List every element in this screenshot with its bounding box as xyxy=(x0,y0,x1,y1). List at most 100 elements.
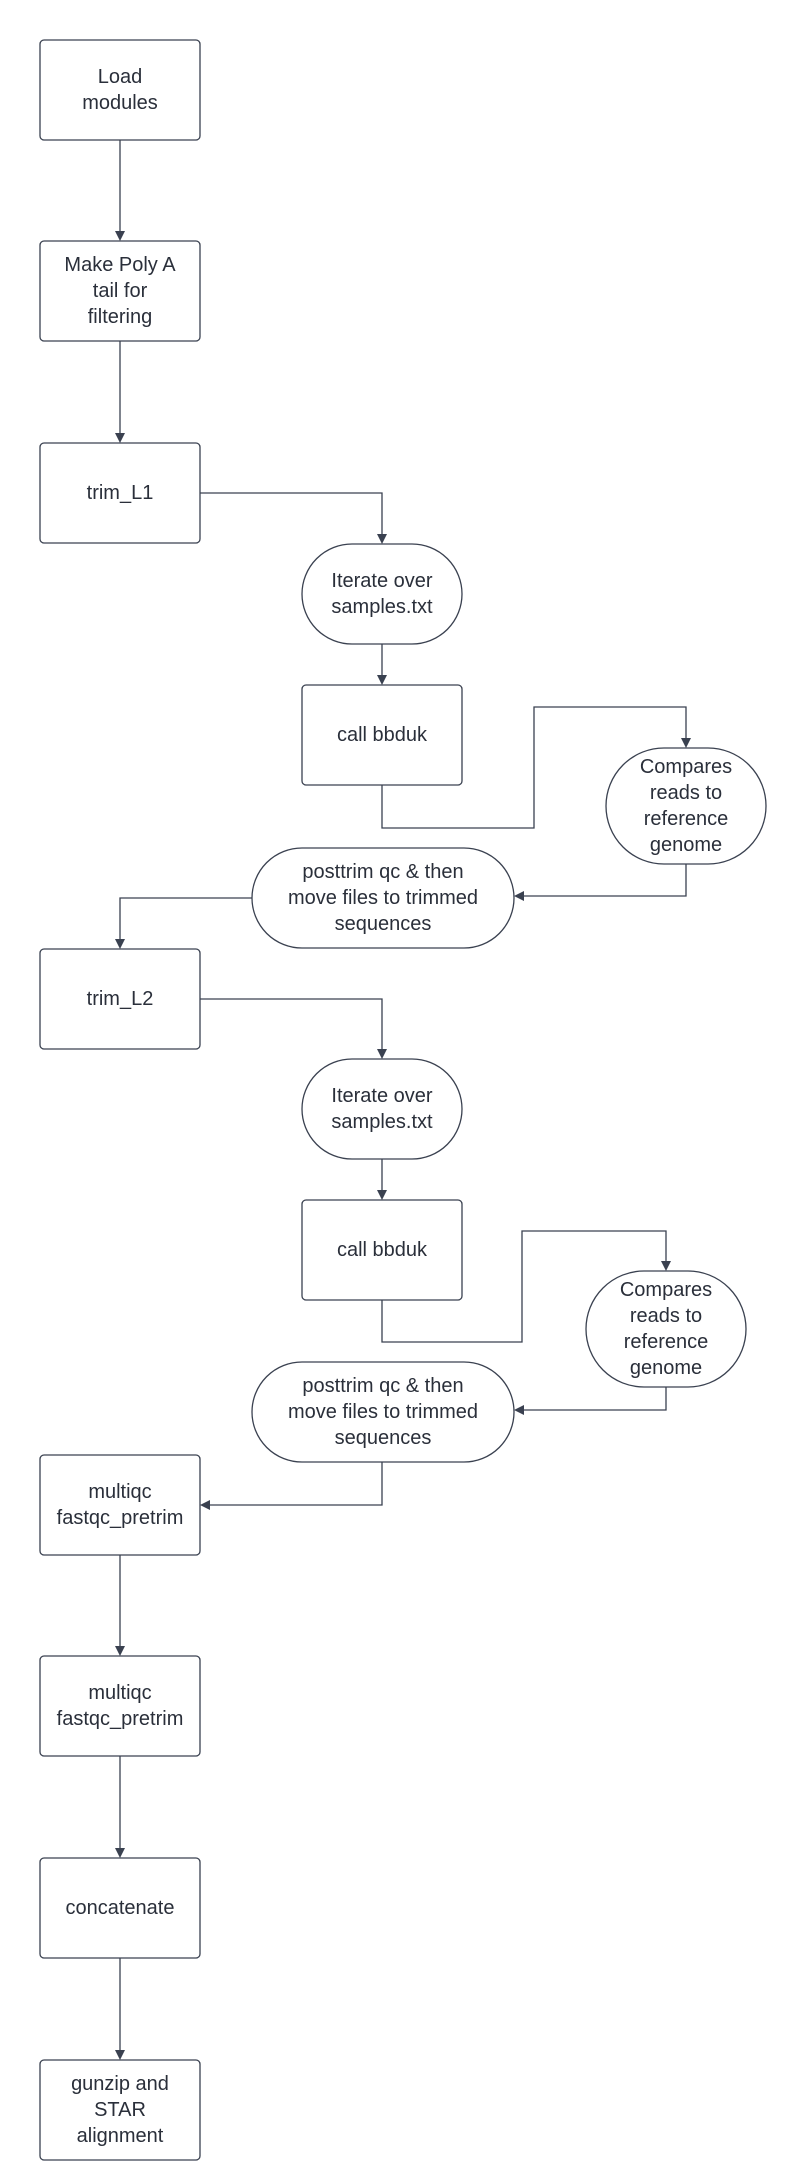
arrowhead xyxy=(681,738,691,748)
arrowhead xyxy=(377,1049,387,1059)
node-multiqc_1: multiqc fastqc_pretrim xyxy=(39,1454,201,1556)
arrowhead xyxy=(200,1500,210,1510)
arrowhead xyxy=(377,675,387,685)
arrowhead xyxy=(661,1261,671,1271)
connector-posttrim_1-to-trim_l2 xyxy=(115,897,252,949)
process-terminator-shape xyxy=(585,1270,747,1388)
node-label-line: genome xyxy=(630,1357,702,1379)
node-label-line: samples.txt xyxy=(331,1111,433,1133)
connector-multiqc_1-to-multiqc_2 xyxy=(115,1555,125,1656)
process-terminator-shape xyxy=(605,747,767,865)
node-label-line: Iterate over xyxy=(331,1085,433,1107)
process-terminator-shape xyxy=(301,1058,463,1160)
node-label-line: multiqc xyxy=(88,1481,151,1503)
arrowhead xyxy=(514,1405,524,1415)
arrowhead xyxy=(514,891,524,901)
connector-concatenate-to-gunzip_star xyxy=(115,1958,125,2060)
node-label-line: STAR xyxy=(94,2099,146,2121)
process-box-shape xyxy=(39,39,201,141)
node-label-line: reads to xyxy=(630,1305,702,1327)
node-iterate_1: Iterate over samples.txt xyxy=(301,543,463,645)
process-box-shape xyxy=(39,2059,201,2161)
node-label-line: multiqc xyxy=(88,1682,151,1704)
node-compares_2: Compares reads to reference genome xyxy=(585,1270,747,1388)
node-label-line: filtering xyxy=(88,306,152,328)
node-label-line: genome xyxy=(650,834,722,856)
arrowhead xyxy=(377,534,387,544)
process-box-shape xyxy=(39,442,201,544)
process-box-shape xyxy=(39,1857,201,1959)
process-box-shape xyxy=(39,1655,201,1757)
node-concatenate: concatenate xyxy=(39,1857,201,1959)
node-trim_l2: trim_L2 xyxy=(39,948,201,1050)
connector-multiqc_2-to-concatenate xyxy=(115,1756,125,1858)
connector-line xyxy=(119,897,252,939)
node-label-line: fastqc_pretrim xyxy=(57,1507,184,1529)
node-iterate_2: Iterate over samples.txt xyxy=(301,1058,463,1160)
node-label-line: Iterate over xyxy=(331,570,433,592)
node-label-line: Compares xyxy=(640,756,732,778)
node-trim_l1: trim_L1 xyxy=(39,442,201,544)
node-label-line: trim_L2 xyxy=(87,988,154,1010)
node-label-line: alignment xyxy=(77,2125,164,2147)
node-label-line: tail for xyxy=(93,280,148,302)
process-terminator-shape xyxy=(301,543,463,645)
connector-posttrim_2-to-multiqc_1 xyxy=(200,1462,383,1510)
node-posttrim_2: posttrim qc & then move files to trimmed s… xyxy=(251,1361,515,1463)
arrowhead xyxy=(115,2050,125,2060)
connector-line xyxy=(200,998,383,1049)
process-terminator-shape xyxy=(251,1361,515,1463)
connector-iterate_1-to-call_bbduk_1 xyxy=(377,644,387,685)
process-box-shape xyxy=(39,1454,201,1556)
node-label-line: move files to trimmed xyxy=(288,887,478,909)
node-posttrim_1: posttrim qc & then move files to trimmed s… xyxy=(251,847,515,949)
connector-call_bbduk_1-to-compares_1 xyxy=(381,706,691,829)
connector-load_modules-to-make_poly_a xyxy=(115,140,125,241)
connector-trim_l2-to-iterate_2 xyxy=(200,998,387,1059)
node-label-line: sequences xyxy=(335,913,432,935)
node-label-line: trim_L1 xyxy=(87,482,154,504)
node-label-line: sequences xyxy=(335,1427,432,1449)
node-label-line: concatenate xyxy=(66,1897,175,1919)
node-label-line: gunzip and xyxy=(71,2073,169,2095)
node-call_bbduk_1: call bbduk xyxy=(301,684,463,786)
arrowhead xyxy=(115,1646,125,1656)
node-label-line: reference xyxy=(624,1331,709,1353)
node-label-line: Load xyxy=(98,66,143,88)
arrowhead xyxy=(115,1848,125,1858)
node-label-line: call bbduk xyxy=(337,724,428,746)
connector-trim_l1-to-iterate_1 xyxy=(200,492,387,544)
connector-make_poly_a-to-trim_l1 xyxy=(115,341,125,443)
connector-line xyxy=(524,1387,667,1411)
process-box-shape xyxy=(39,240,201,342)
arrowhead xyxy=(115,231,125,241)
process-box-shape xyxy=(39,948,201,1050)
connector-compares_1-to-posttrim_1 xyxy=(514,864,687,901)
connector-layer xyxy=(115,140,691,2060)
process-box-shape xyxy=(301,684,463,786)
node-call_bbduk_2: call bbduk xyxy=(301,1199,463,1301)
connector-line xyxy=(524,864,687,897)
connector-line xyxy=(381,706,687,829)
node-label-line: posttrim qc & then xyxy=(302,861,463,883)
connector-compares_2-to-posttrim_2 xyxy=(514,1387,667,1415)
node-label-line: posttrim qc & then xyxy=(302,1375,463,1397)
node-label-line: Compares xyxy=(620,1279,712,1301)
node-label-line: samples.txt xyxy=(331,596,433,618)
connector-line xyxy=(210,1462,383,1506)
node-label-line: call bbduk xyxy=(337,1239,428,1261)
node-label-line: reference xyxy=(644,808,729,830)
process-box-shape xyxy=(301,1199,463,1301)
node-compares_1: Compares reads to reference genome xyxy=(605,747,767,865)
process-terminator-shape xyxy=(251,847,515,949)
connector-call_bbduk_2-to-compares_2 xyxy=(381,1230,671,1343)
node-label-line: move files to trimmed xyxy=(288,1401,478,1423)
arrowhead xyxy=(115,433,125,443)
node-label-line: fastqc_pretrim xyxy=(57,1708,184,1730)
node-label-line: reads to xyxy=(650,782,722,804)
